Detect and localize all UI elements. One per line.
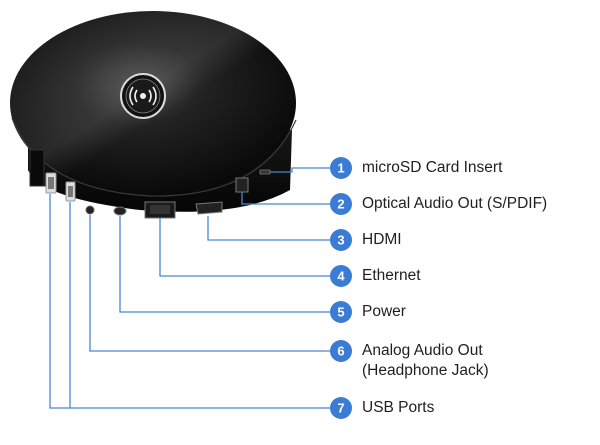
label-analog-audio: Analog Audio Out	[362, 342, 483, 359]
badge-6: 6	[330, 340, 352, 362]
badge-number: 5	[337, 305, 344, 320]
port-headphone	[85, 205, 95, 215]
port-hdmi	[195, 201, 223, 215]
badge-5: 5	[330, 301, 352, 323]
label-usb-ports: USB Ports	[362, 399, 435, 416]
badge-number: 1	[337, 161, 344, 176]
badges: 1 2 3 4 5 6 7	[330, 157, 352, 419]
label-ethernet: Ethernet	[362, 267, 421, 284]
badge-number: 6	[337, 344, 344, 359]
badge-number: 3	[337, 233, 344, 248]
label-analog-audio-line2: (Headphone Jack)	[362, 362, 489, 379]
badge-7: 7	[330, 397, 352, 419]
label-microsd: microSD Card Insert	[362, 159, 503, 176]
side-block	[29, 149, 45, 187]
label-hdmi: HDMI	[362, 231, 402, 248]
port-power	[113, 206, 127, 216]
leader-line-6	[89, 215, 330, 352]
badge-2: 2	[330, 193, 352, 215]
port-usb-2	[65, 181, 76, 202]
leader-line-7a	[49, 194, 330, 409]
badge-3: 3	[330, 229, 352, 251]
badge-1: 1	[330, 157, 352, 179]
port-ethernet	[144, 201, 176, 219]
leader-line-3	[207, 216, 330, 241]
leader-line-5	[119, 216, 330, 313]
leader-lines	[49, 167, 330, 409]
label-optical-audio: Optical Audio Out (S/PDIF)	[362, 195, 548, 212]
port-microsd	[259, 169, 271, 175]
badge-number: 7	[337, 401, 344, 416]
leader-line-1	[270, 167, 330, 173]
badge-number: 4	[337, 269, 345, 284]
label-power: Power	[362, 303, 406, 320]
port-optical	[235, 177, 249, 193]
device-body	[10, 11, 297, 219]
leader-line-4	[159, 218, 330, 277]
leader-line-2	[241, 192, 330, 205]
badge-4: 4	[330, 265, 352, 287]
badge-number: 2	[337, 197, 344, 212]
port-usb-1	[45, 172, 57, 194]
wireless-logo-icon	[120, 73, 166, 119]
